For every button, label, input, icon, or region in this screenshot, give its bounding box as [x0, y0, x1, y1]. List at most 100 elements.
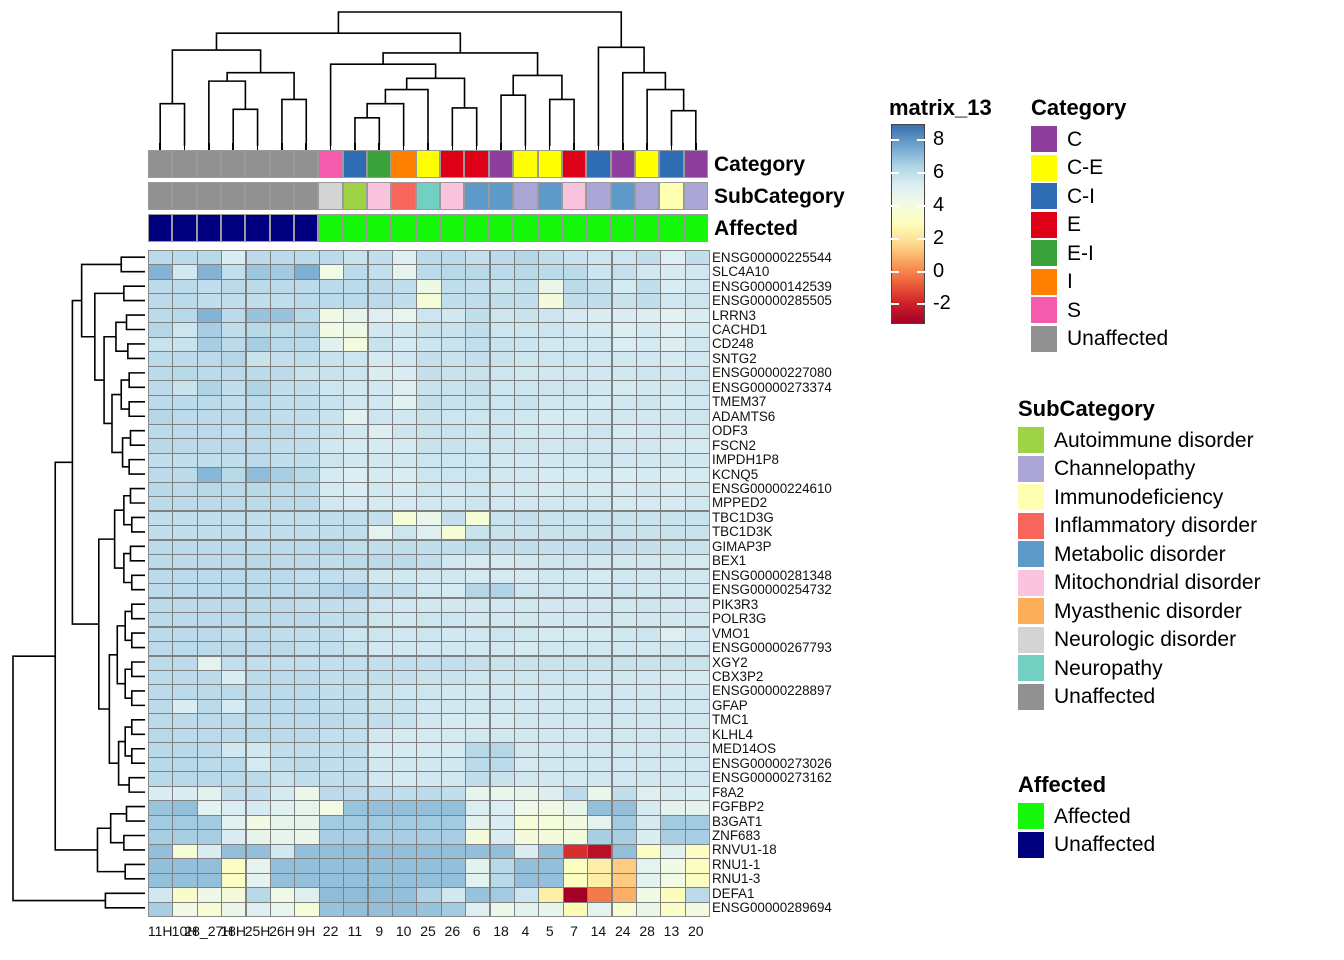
legend-item[interactable]: Neuropathy	[1018, 654, 1261, 683]
heatmap-cell	[441, 844, 465, 859]
heatmap-cell	[344, 265, 368, 279]
legend-item[interactable]: Mitochondrial disorder	[1018, 569, 1261, 598]
heatmap-cell	[222, 613, 246, 627]
legend-item[interactable]: Channelopathy	[1018, 455, 1261, 484]
column-label: 6	[472, 923, 481, 939]
heatmap-cell	[319, 815, 343, 830]
heatmap-cell	[563, 772, 587, 786]
annotation-cell-category	[367, 150, 392, 178]
heatmap-cell	[368, 728, 392, 743]
heatmap-cell	[149, 265, 173, 279]
heatmap-cell	[246, 352, 270, 366]
legend-item[interactable]: I	[1031, 268, 1168, 297]
legend-swatch	[1018, 512, 1044, 539]
legend-label: E-I	[1067, 241, 1094, 265]
legend-item[interactable]: E-I	[1031, 239, 1168, 268]
heatmap-cell	[295, 381, 319, 395]
heatmap-cell	[270, 395, 295, 410]
heatmap-cell	[685, 772, 709, 786]
heatmap-cell	[295, 279, 319, 294]
heatmap-cell	[295, 511, 319, 525]
heatmap-cell	[149, 540, 173, 554]
heatmap-cell	[612, 468, 636, 482]
colorbar-tick	[917, 270, 925, 273]
heatmap-cell	[197, 294, 221, 308]
heatmap-cell	[368, 555, 392, 569]
heatmap-cell	[222, 627, 246, 641]
legend-swatch	[1031, 240, 1057, 267]
heatmap-cell	[490, 888, 514, 902]
heatmap-cell	[197, 352, 221, 366]
heatmap-cell	[270, 786, 295, 801]
heatmap-cell	[246, 801, 270, 815]
legend-item[interactable]: C-E	[1031, 154, 1168, 183]
heatmap-cell	[222, 801, 246, 815]
row-label: ENSG00000273162	[712, 770, 832, 786]
heatmap-cell	[466, 424, 490, 439]
heatmap-cell	[441, 670, 465, 685]
heatmap-cell	[636, 468, 661, 482]
heatmap-cell	[344, 670, 368, 685]
heatmap-cell	[636, 555, 661, 569]
legend-item[interactable]: C-I	[1031, 182, 1168, 211]
heatmap-cell	[270, 497, 295, 511]
heatmap-cell	[490, 511, 514, 525]
heatmap-cell	[636, 569, 661, 583]
legend-item[interactable]: Unaffected	[1018, 683, 1261, 712]
heatmap-cell	[295, 584, 319, 598]
heatmap-cell	[563, 815, 587, 830]
heatmap-cell	[490, 670, 514, 685]
legend-item[interactable]: Affected	[1018, 802, 1155, 831]
heatmap-cell	[685, 844, 709, 859]
heatmap-cell	[514, 670, 539, 685]
legend-item[interactable]: Myasthenic disorder	[1018, 597, 1261, 626]
heatmap-cell	[295, 699, 319, 714]
heatmap-cell	[514, 555, 539, 569]
legend-label: Neurologic disorder	[1054, 628, 1237, 652]
heatmap-cell	[344, 381, 368, 395]
legend-item[interactable]: E	[1031, 211, 1168, 240]
annotation-cell-subcategory	[586, 182, 611, 210]
heatmap-cell	[319, 888, 343, 902]
column-label: 10H	[171, 923, 198, 939]
heatmap-cell	[417, 439, 441, 453]
heatmap-cell	[246, 279, 270, 294]
heatmap-cell	[197, 337, 221, 352]
heatmap-cell	[636, 482, 661, 496]
heatmap-cell	[173, 410, 197, 424]
heatmap-cell	[441, 627, 465, 641]
heatmap-cell	[417, 786, 441, 801]
legend-item[interactable]: Immunodeficiency	[1018, 483, 1261, 512]
heatmap-cell	[490, 642, 514, 656]
legend-item[interactable]: S	[1031, 296, 1168, 325]
legend-item[interactable]: Neurologic disorder	[1018, 626, 1261, 655]
heatmap-cell	[588, 410, 612, 424]
annotation-cell-subcategory	[634, 182, 660, 210]
legend-item[interactable]: Inflammatory disorder	[1018, 512, 1261, 541]
heatmap-cell	[441, 323, 465, 337]
heatmap-cell	[514, 468, 539, 482]
heatmap-cell	[466, 670, 490, 685]
heatmap-cell	[417, 902, 441, 916]
heatmap-cell	[149, 251, 173, 265]
heatmap-cell	[197, 743, 221, 757]
heatmap-cell	[466, 613, 490, 627]
annotation-cell-subcategory	[294, 182, 319, 210]
heatmap-cell	[295, 424, 319, 439]
heatmap-cell	[441, 482, 465, 496]
annotation-cell-subcategory	[683, 182, 708, 210]
heatmap-cell	[173, 424, 197, 439]
legend-item[interactable]: Unaffected	[1031, 325, 1168, 354]
legend-item[interactable]: Autoimmune disorder	[1018, 426, 1261, 455]
row-label: ZNF683	[712, 827, 761, 843]
legend-item[interactable]: Metabolic disorder	[1018, 540, 1261, 569]
heatmap-cell	[319, 381, 343, 395]
heatmap-cell	[197, 656, 221, 670]
heatmap-cell	[417, 714, 441, 728]
heatmap-cell	[563, 308, 587, 323]
heatmap-cell	[490, 815, 514, 830]
legend-item[interactable]: Unaffected	[1018, 831, 1155, 860]
legend-item[interactable]: C	[1031, 125, 1168, 154]
heatmap-cell	[588, 902, 612, 916]
heatmap-cell	[539, 279, 563, 294]
